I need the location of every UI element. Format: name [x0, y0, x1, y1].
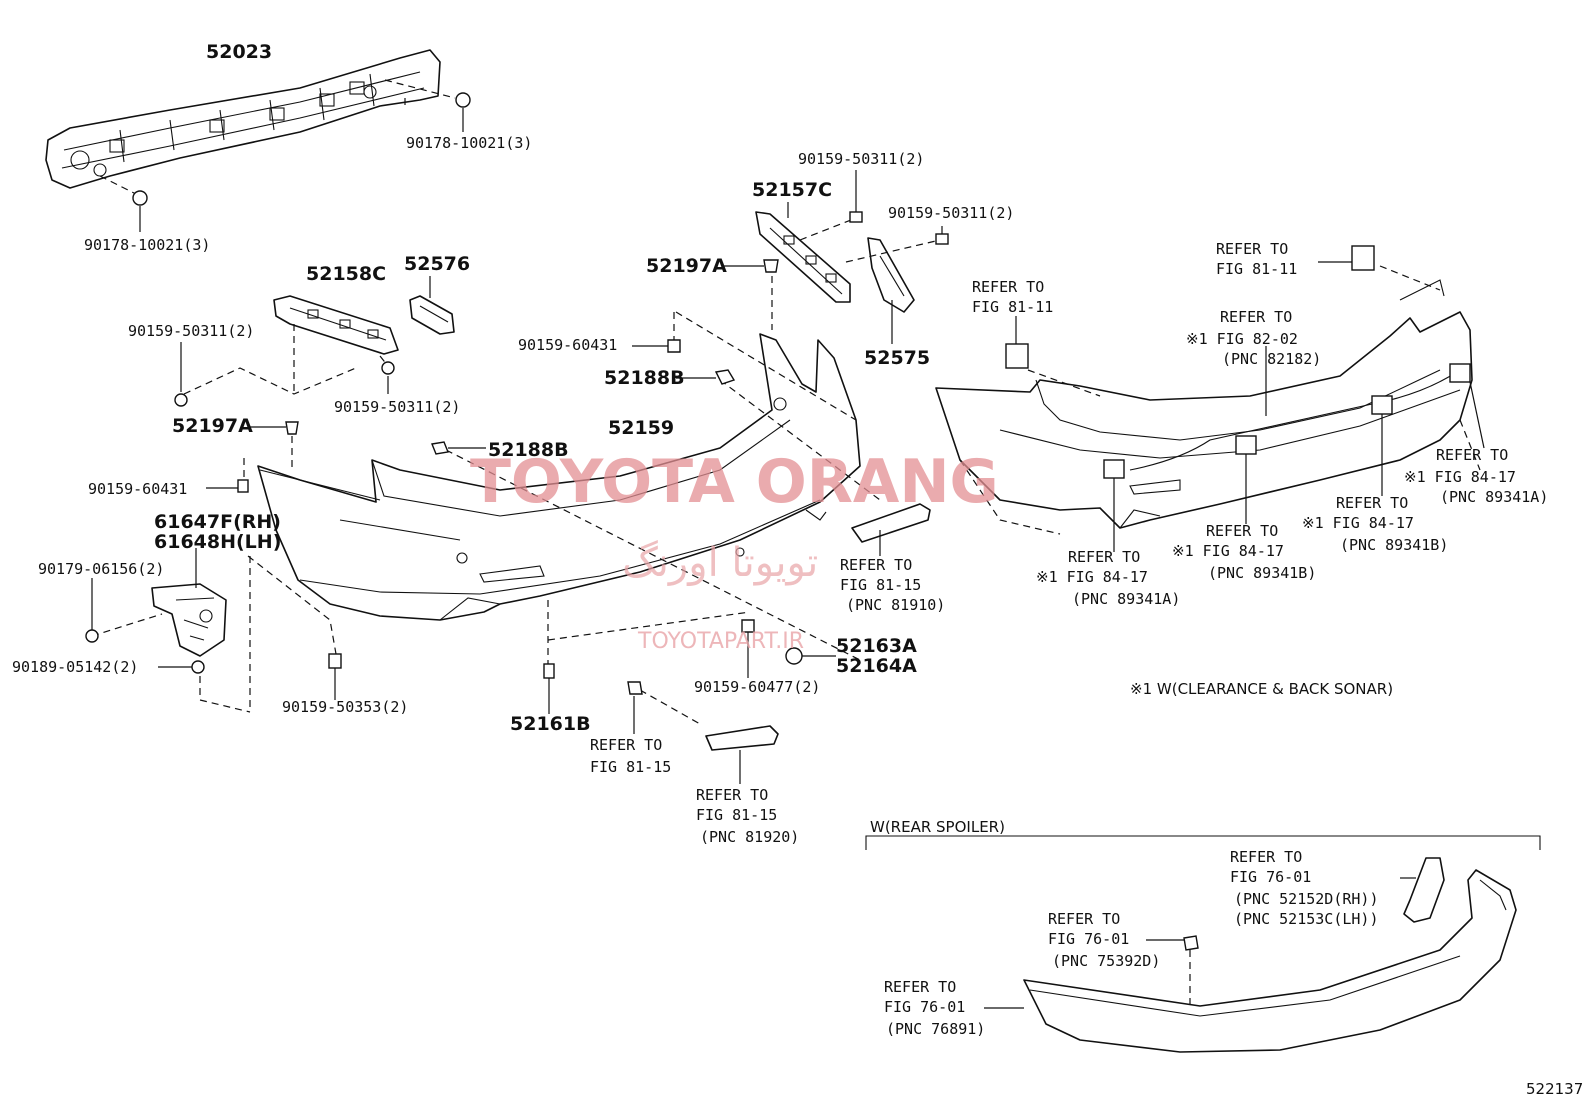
watermark-url: TOYOTAPART.IR	[637, 629, 804, 654]
side-retainer-drawing	[85, 548, 251, 713]
label-90159-50311-right[interactable]: 90159-50311(2)	[888, 204, 1014, 222]
label-90178-10021-left[interactable]: 90178-10021(3)	[84, 236, 210, 254]
left-clip-drawing	[250, 421, 299, 470]
ref-fig-76-01-pnc-52152D[interactable]: REFER TO FIG 76-01 (PNC 52152D(RH)) (PNC…	[1230, 848, 1388, 928]
ref-fig-81-15-pnc-81920[interactable]: REFER TO FIG 81-15 (PNC 81920)	[696, 786, 799, 846]
label-52164A[interactable]: 52164A	[836, 655, 917, 677]
label-90159-60431-right[interactable]: 90159-60431	[518, 336, 617, 354]
rear-spoiler-drawing	[865, 835, 1541, 1053]
left-bracket-fasteners	[174, 324, 395, 407]
left-bolt-drawing	[206, 458, 249, 493]
label-52157C[interactable]: 52157C	[752, 179, 832, 201]
ref-fig-81-15-pnc-81910[interactable]: REFER TO FIG 81-15 (PNC 81910)	[840, 556, 945, 614]
ref-fig-84-17-pnc-89341B-mid[interactable]: REFER TO ※1 FIG 84-17 (PNC 89341B)	[1172, 522, 1316, 582]
spacer-52575-drawing	[867, 237, 915, 344]
part-number-labels: 52023 90178-10021(3) 90178-10021(3) 5215…	[12, 41, 1014, 735]
bumper-cover-dashed-leaders	[247, 276, 881, 725]
bumper-cover-fasteners	[328, 259, 836, 734]
rear-bumper-cover-drawing	[257, 333, 861, 621]
label-52188B-right[interactable]: 52188B	[604, 367, 685, 389]
ref-fig-84-17-pnc-89341A-left[interactable]: REFER TO ※1 FIG 84-17 (PNC 89341A)	[1036, 548, 1180, 608]
label-61648H[interactable]: 61648H(LH)	[154, 531, 281, 553]
label-52159[interactable]: 52159	[608, 417, 674, 439]
bumper-reinforcement-fasteners	[99, 79, 471, 232]
label-90159-50353[interactable]: 90159-50353(2)	[282, 698, 408, 716]
spacer-52576-drawing	[409, 276, 455, 335]
watermark-logo-text: TOYOTA ORANG	[470, 447, 999, 517]
label-90159-60431-left[interactable]: 90159-60431	[88, 480, 187, 498]
ref-fig-81-15-clip[interactable]: REFER TO FIG 81-15	[590, 736, 671, 776]
right-bumper-bracket-drawing	[755, 170, 949, 303]
label-52576[interactable]: 52576	[404, 253, 470, 275]
ref-fig-84-17-pnc-89341A-right[interactable]: REFER TO ※1 FIG 84-17 (PNC 89341A)	[1404, 446, 1548, 506]
spoiler-section-title: W(REAR SPOILER)	[870, 818, 1005, 836]
bumper-reinforcement-drawing	[45, 49, 441, 189]
ref-fig-76-01-pnc-76891[interactable]: REFER TO FIG 76-01 (PNC 76891)	[884, 978, 985, 1038]
label-90159-50311-top[interactable]: 90159-50311(2)	[798, 150, 924, 168]
label-52023[interactable]: 52023	[206, 41, 272, 63]
label-52197A-left[interactable]: 52197A	[172, 415, 253, 437]
sonar-bumper-drawing	[935, 265, 1481, 535]
ref-fig-84-17-pnc-89341B-right[interactable]: REFER TO ※1 FIG 84-17 (PNC 89341B)	[1302, 494, 1448, 554]
label-52197A-right[interactable]: 52197A	[646, 255, 727, 277]
label-90189-05142[interactable]: 90189-05142(2)	[12, 658, 138, 676]
label-90178-10021-right[interactable]: 90178-10021(3)	[406, 134, 532, 152]
diagram-notes: ※1 W(CLEARANCE & BACK SONAR) W(REAR SPOI…	[870, 680, 1583, 1098]
label-52161B[interactable]: 52161B	[510, 713, 591, 735]
reference-callouts: REFER TO FIG 81-15 (PNC 81910) REFER TO …	[590, 240, 1548, 1038]
watermark: TOYOTA ORANG تويوتا اورنگ TOYOTAPART.IR	[470, 447, 999, 654]
label-90159-50311-mid[interactable]: 90159-50311(2)	[334, 398, 460, 416]
side-reflector-drawings	[705, 503, 931, 784]
left-bumper-bracket-drawing	[273, 295, 399, 355]
ref-fig-81-11-left[interactable]: REFER TO FIG 81-11	[972, 278, 1053, 316]
label-52163A[interactable]: 52163A	[836, 635, 917, 657]
ref-fig-81-11-right[interactable]: REFER TO FIG 81-11	[1216, 240, 1297, 278]
label-90179-06156[interactable]: 90179-06156(2)	[38, 560, 164, 578]
watermark-persian-text: تويوتا اورنگ	[622, 540, 818, 586]
sonar-note: ※1 W(CLEARANCE & BACK SONAR)	[1130, 680, 1393, 698]
label-90159-60477[interactable]: 90159-60477(2)	[694, 678, 820, 696]
label-52158C[interactable]: 52158C	[306, 263, 386, 285]
label-61647F[interactable]: 61647F(RH)	[154, 511, 281, 533]
figure-number: 522137	[1526, 1080, 1583, 1098]
label-52188B-left[interactable]: 52188B	[488, 439, 569, 461]
label-90159-50311-left[interactable]: 90159-50311(2)	[128, 322, 254, 340]
label-52575[interactable]: 52575	[864, 347, 930, 369]
sonar-sensors-drawing	[1005, 245, 1485, 552]
ref-fig-76-01-pnc-75392D[interactable]: REFER TO FIG 76-01 (PNC 75392D)	[1048, 910, 1160, 970]
ref-fig-82-02-pnc-82182[interactable]: REFER TO ※1 FIG 82-02 (PNC 82182)	[1186, 308, 1321, 368]
